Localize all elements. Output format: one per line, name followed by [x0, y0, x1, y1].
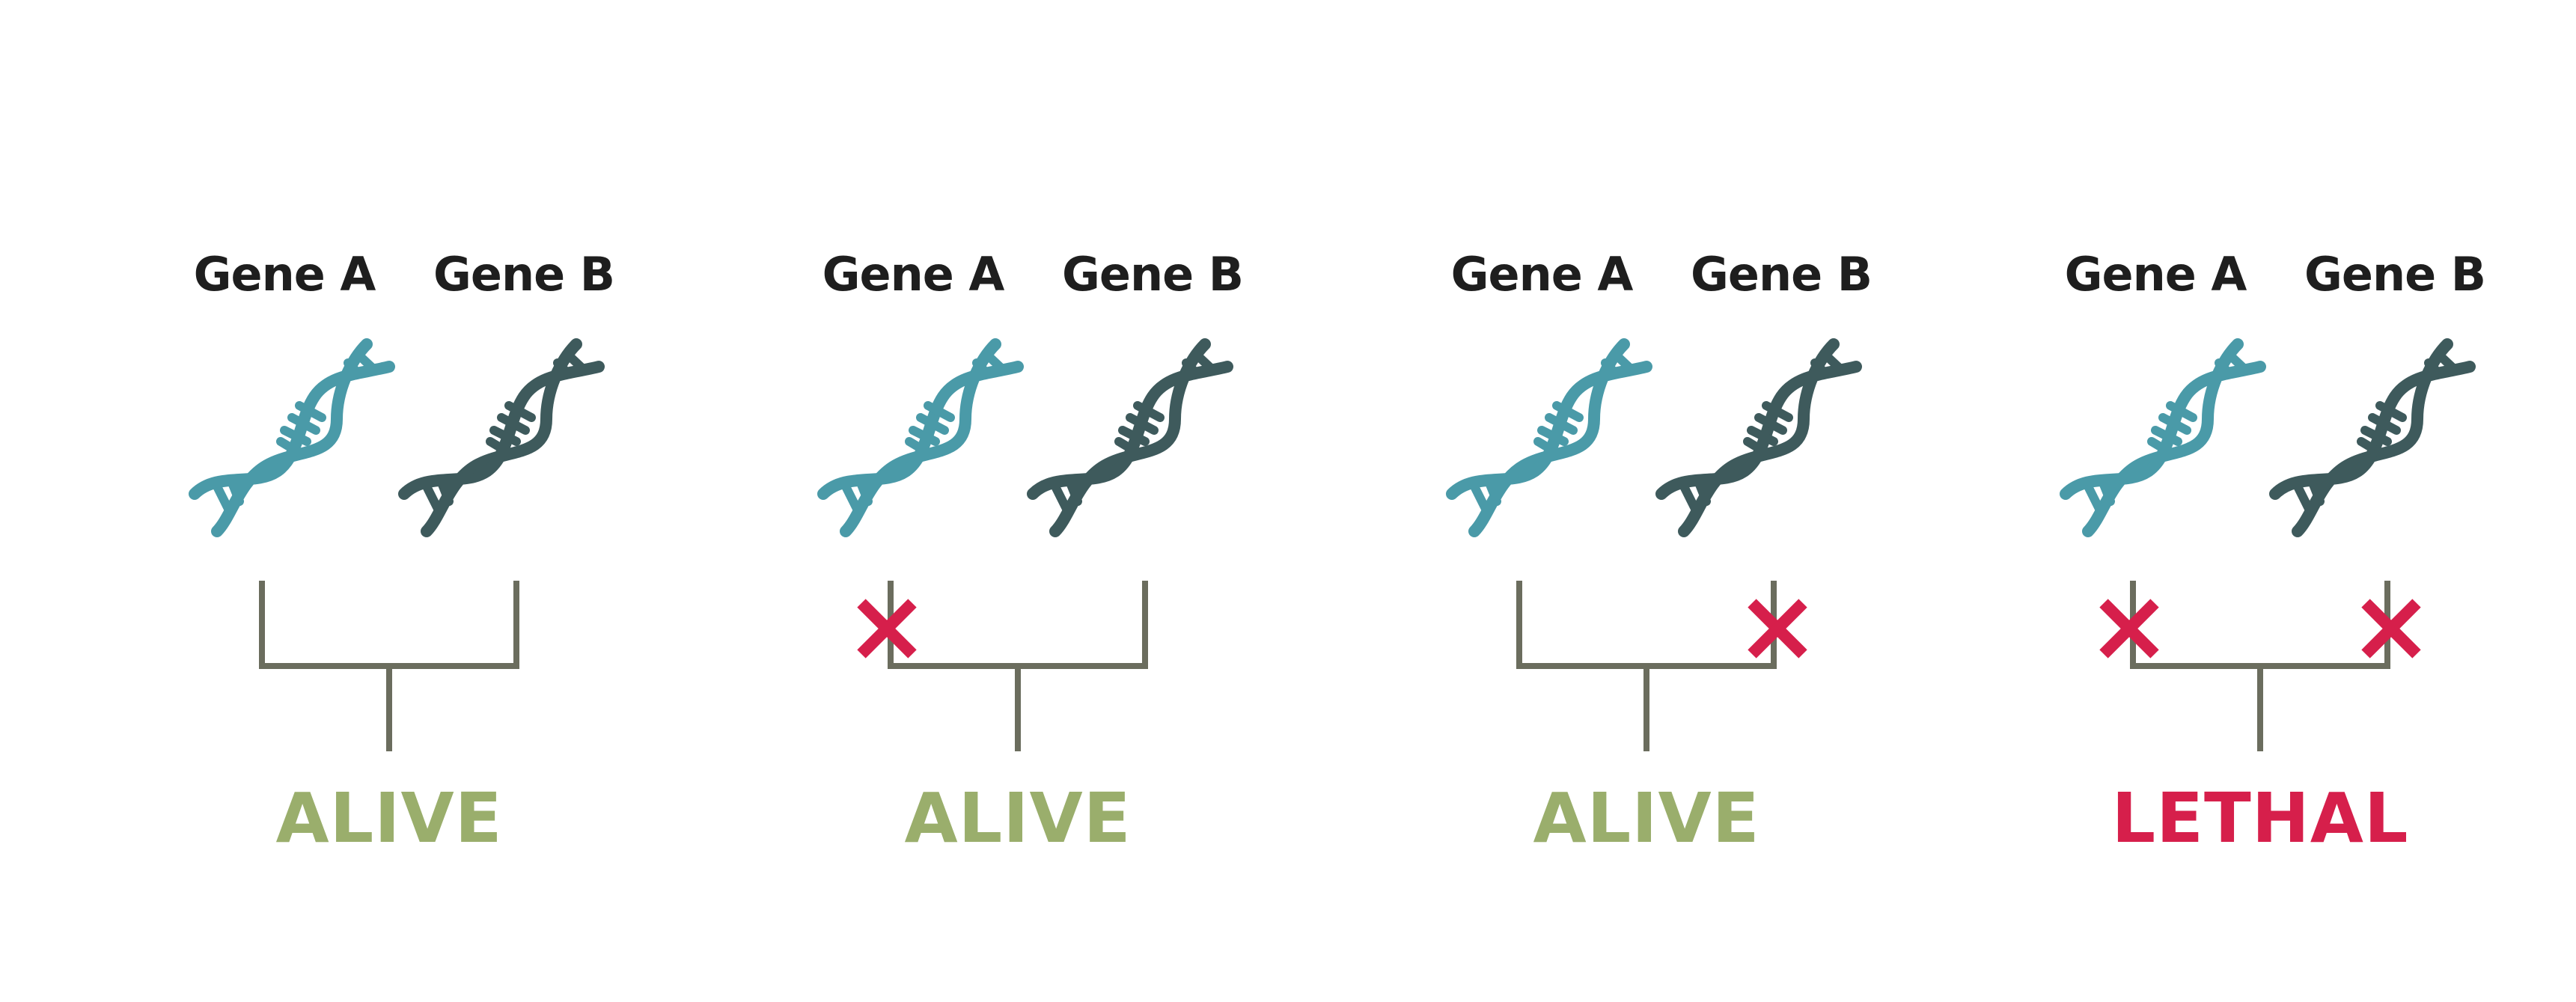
panel-1: Gene A Gene B: [180, 0, 823, 1002]
gene-b-knockout-x-icon: [2361, 599, 2421, 659]
gene-a-label: Gene A: [822, 247, 1005, 302]
gene-b-label: Gene B: [2304, 247, 2486, 302]
outcome-label: ALIVE: [1533, 778, 1760, 858]
gene-b-dna-icon: [397, 329, 606, 546]
combination-bracket: [1512, 576, 1807, 756]
combination-bracket: [254, 576, 524, 756]
gene-a-knockout-x-icon: [857, 599, 917, 659]
gene-b-label: Gene B: [1691, 247, 1873, 302]
gene-b-dna-icon: [2268, 329, 2477, 546]
outcome-label: LETHAL: [2111, 778, 2409, 858]
gene-a-label: Gene A: [1450, 247, 1634, 302]
gene-a-dna-icon: [816, 329, 1025, 546]
combination-bracket: [857, 576, 1153, 756]
gene-b-label: Gene B: [1062, 247, 1244, 302]
gene-b-knockout-x-icon: [1748, 599, 1807, 659]
combination-bracket: [2099, 576, 2421, 756]
gene-b-dna-icon: [1654, 329, 1864, 546]
outcome-label: ALIVE: [275, 778, 503, 858]
panel-3: Gene A Gene B: [1437, 0, 2081, 1002]
gene-a-dna-icon: [1444, 329, 1654, 546]
gene-a-knockout-x-icon: [2099, 599, 2159, 659]
gene-a-dna-icon: [187, 329, 397, 546]
gene-a-label: Gene A: [2064, 247, 2247, 302]
outcome-label: ALIVE: [904, 778, 1132, 858]
gene-a-label: Gene A: [193, 247, 376, 302]
panel-2: Gene A Gene B: [808, 0, 1452, 1002]
gene-b-dna-icon: [1025, 329, 1235, 546]
gene-a-dna-icon: [2058, 329, 2268, 546]
panel-4: Gene A Gene B: [2051, 0, 2576, 1002]
gene-b-label: Gene B: [433, 247, 615, 302]
